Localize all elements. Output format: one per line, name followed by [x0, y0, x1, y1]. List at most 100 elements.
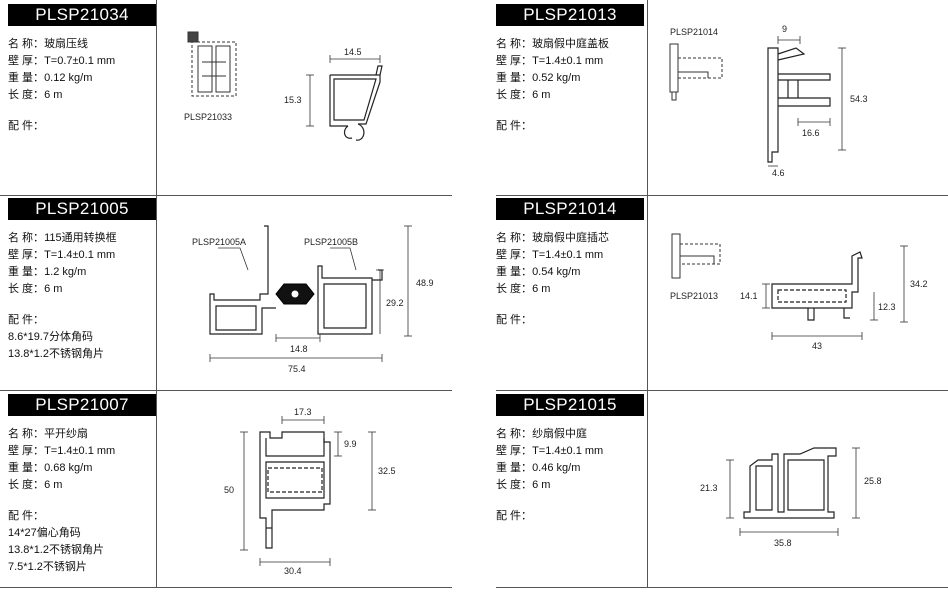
dim-label: 34.2	[910, 279, 928, 289]
product-specs: 名 称：纱扇假中庭 壁 厚：T=1.4±0.1 mm 重 量：0.46 kg/m…	[496, 426, 603, 525]
accessory-item: 14*27偏心角码	[8, 527, 81, 539]
profile-drawing-plsp21005: PLSP21005A PLSP21005B 48.9 29.2 14.8 75.…	[192, 225, 434, 374]
name-value: 玻扇假中庭盖板	[532, 38, 610, 50]
dim-label: 12.3	[878, 302, 896, 312]
accessory-item: 13.8*1.2不锈钢角片	[8, 544, 104, 556]
dim-label: 54.3	[850, 94, 868, 104]
dim-label: 17.3	[294, 407, 312, 417]
weight-label: 重 量：	[496, 266, 533, 278]
profile-drawing-plsp21015: 21.3 25.8 35.8	[700, 447, 882, 548]
accessories-label: 配 件：	[496, 120, 533, 132]
accessories-label: 配 件：	[496, 314, 533, 326]
thickness-value: T=1.4±0.1 mm	[532, 249, 604, 261]
accessories-label: 配 件：	[8, 120, 45, 132]
dim-label: 9	[782, 24, 787, 34]
product-code: PLSP21005	[8, 198, 156, 220]
dim-label: 75.4	[288, 364, 306, 374]
thickness-label: 壁 厚：	[8, 249, 45, 261]
weight-value: 0.52 kg/m	[532, 72, 581, 84]
weight-value: 0.54 kg/m	[532, 266, 581, 278]
product-panel-plsp21005: PLSP21005 名 称：115通用转换框 壁 厚：T=1.4±0.1 mm …	[8, 198, 448, 388]
thickness-value: T=1.4±0.1 mm	[532, 55, 604, 67]
accessory-item: 7.5*1.2不锈钢片	[8, 561, 87, 573]
product-code: PLSP21015	[496, 394, 644, 416]
product-code: PLSP21013	[496, 4, 644, 26]
name-value: 玻扇假中庭插芯	[532, 232, 610, 244]
dim-label: 15.3	[284, 95, 302, 105]
accessories-label: 配 件：	[8, 314, 45, 326]
product-panel-plsp21015: PLSP21015 名 称：纱扇假中庭 壁 厚：T=1.4±0.1 mm 重 量…	[496, 394, 936, 586]
product-code: PLSP21014	[496, 198, 644, 220]
weight-value: 0.68 kg/m	[44, 462, 93, 474]
dim-label: 48.9	[416, 278, 434, 288]
length-label: 长 度：	[496, 479, 533, 491]
name-label: 名 称：	[8, 38, 45, 50]
dim-label: 21.3	[700, 483, 718, 493]
dim-label: 32.5	[378, 466, 396, 476]
weight-label: 重 量：	[8, 266, 45, 278]
thickness-label: 壁 厚：	[8, 55, 45, 67]
thickness-label: 壁 厚：	[496, 55, 533, 67]
length-label: 长 度：	[8, 89, 45, 101]
dim-label: 29.2	[386, 298, 404, 308]
thickness-value: T=1.4±0.1 mm	[532, 445, 604, 457]
weight-label: 重 量：	[8, 72, 45, 84]
name-label: 名 称：	[496, 232, 533, 244]
length-value: 6 m	[44, 479, 63, 491]
name-label: 名 称：	[8, 232, 45, 244]
name-value: 平开纱扇	[44, 428, 89, 440]
dim-label: 14.1	[740, 291, 758, 301]
name-label: 名 称：	[496, 38, 533, 50]
dim-label: 35.8	[774, 538, 792, 548]
dim-label: 14.8	[290, 344, 308, 354]
product-specs: 名 称：玻扇压线 壁 厚：T=0.7±0.1 mm 重 量：0.12 kg/m …	[8, 36, 115, 135]
name-value: 115通用转换框	[44, 232, 117, 244]
profile-drawing-plsp21013: PLSP21014 9 54.3 16.6 4.6	[669, 24, 868, 178]
name-label: 名 称：	[8, 428, 45, 440]
accessories-label: 配 件：	[8, 510, 45, 522]
weight-label: 重 量：	[496, 462, 533, 474]
product-specs: 名 称：平开纱扇 壁 厚：T=1.4±0.1 mm 重 量：0.68 kg/m …	[8, 426, 115, 576]
accessories-label: 配 件：	[496, 510, 533, 522]
product-specs: 名 称：115通用转换框 壁 厚：T=1.4±0.1 mm 重 量：1.2 kg…	[8, 230, 117, 363]
ref-label: PLSP21033	[184, 112, 232, 122]
product-panel-plsp21013: PLSP21013 名 称：玻扇假中庭盖板 壁 厚：T=1.4±0.1 mm 重…	[496, 4, 936, 194]
length-value: 6 m	[44, 283, 63, 295]
length-value: 6 m	[532, 283, 551, 295]
product-panel-plsp21034: PLSP21034 名 称：玻扇压线 壁 厚：T=0.7±0.1 mm 重 量：…	[8, 4, 448, 194]
dim-label: 25.8	[864, 476, 882, 486]
weight-value: 1.2 kg/m	[44, 266, 87, 278]
length-label: 长 度：	[496, 283, 533, 295]
product-specs: 名 称：玻扇假中庭插芯 壁 厚：T=1.4±0.1 mm 重 量：0.54 kg…	[496, 230, 609, 329]
profile-drawing-plsp21014: PLSP21013 14.1 34.2 12.3 43	[670, 233, 928, 351]
thickness-label: 壁 厚：	[496, 445, 533, 457]
thickness-value: T=1.4±0.1 mm	[44, 249, 116, 261]
name-value: 玻扇压线	[44, 38, 89, 50]
ref-label: PLSP21014	[670, 27, 718, 37]
dim-label: 4.6	[772, 168, 785, 178]
thickness-label: 壁 厚：	[496, 249, 533, 261]
thickness-label: 壁 厚：	[8, 445, 45, 457]
length-value: 6 m	[44, 89, 63, 101]
dim-label: 50	[224, 485, 234, 495]
weight-value: 0.46 kg/m	[532, 462, 581, 474]
product-panel-plsp21007: PLSP21007 名 称：平开纱扇 壁 厚：T=1.4±0.1 mm 重 量：…	[8, 394, 448, 586]
dim-label: 9.9	[344, 439, 357, 449]
thickness-value: T=0.7±0.1 mm	[44, 55, 116, 67]
name-label: 名 称：	[496, 428, 533, 440]
dim-label: 30.4	[284, 566, 302, 576]
length-value: 6 m	[532, 479, 551, 491]
length-label: 长 度：	[8, 283, 45, 295]
profile-drawing-plsp21007: 17.3 9.9 32.5 50 30.4	[224, 407, 396, 576]
thickness-value: T=1.4±0.1 mm	[44, 445, 116, 457]
name-value: 纱扇假中庭	[532, 428, 588, 440]
ref-label: PLSP21005B	[304, 237, 358, 247]
weight-label: 重 量：	[496, 72, 533, 84]
product-panel-plsp21014: PLSP21014 名 称：玻扇假中庭插芯 壁 厚：T=1.4±0.1 mm 重…	[496, 198, 936, 388]
dim-label: 43	[812, 341, 822, 351]
dim-label: 16.6	[802, 128, 820, 138]
product-specs: 名 称：玻扇假中庭盖板 壁 厚：T=1.4±0.1 mm 重 量：0.52 kg…	[496, 36, 609, 135]
ref-label: PLSP21013	[670, 291, 718, 301]
weight-label: 重 量：	[8, 462, 45, 474]
profile-drawing-plsp21034: PLSP21033 14.5 15.3	[184, 31, 383, 141]
